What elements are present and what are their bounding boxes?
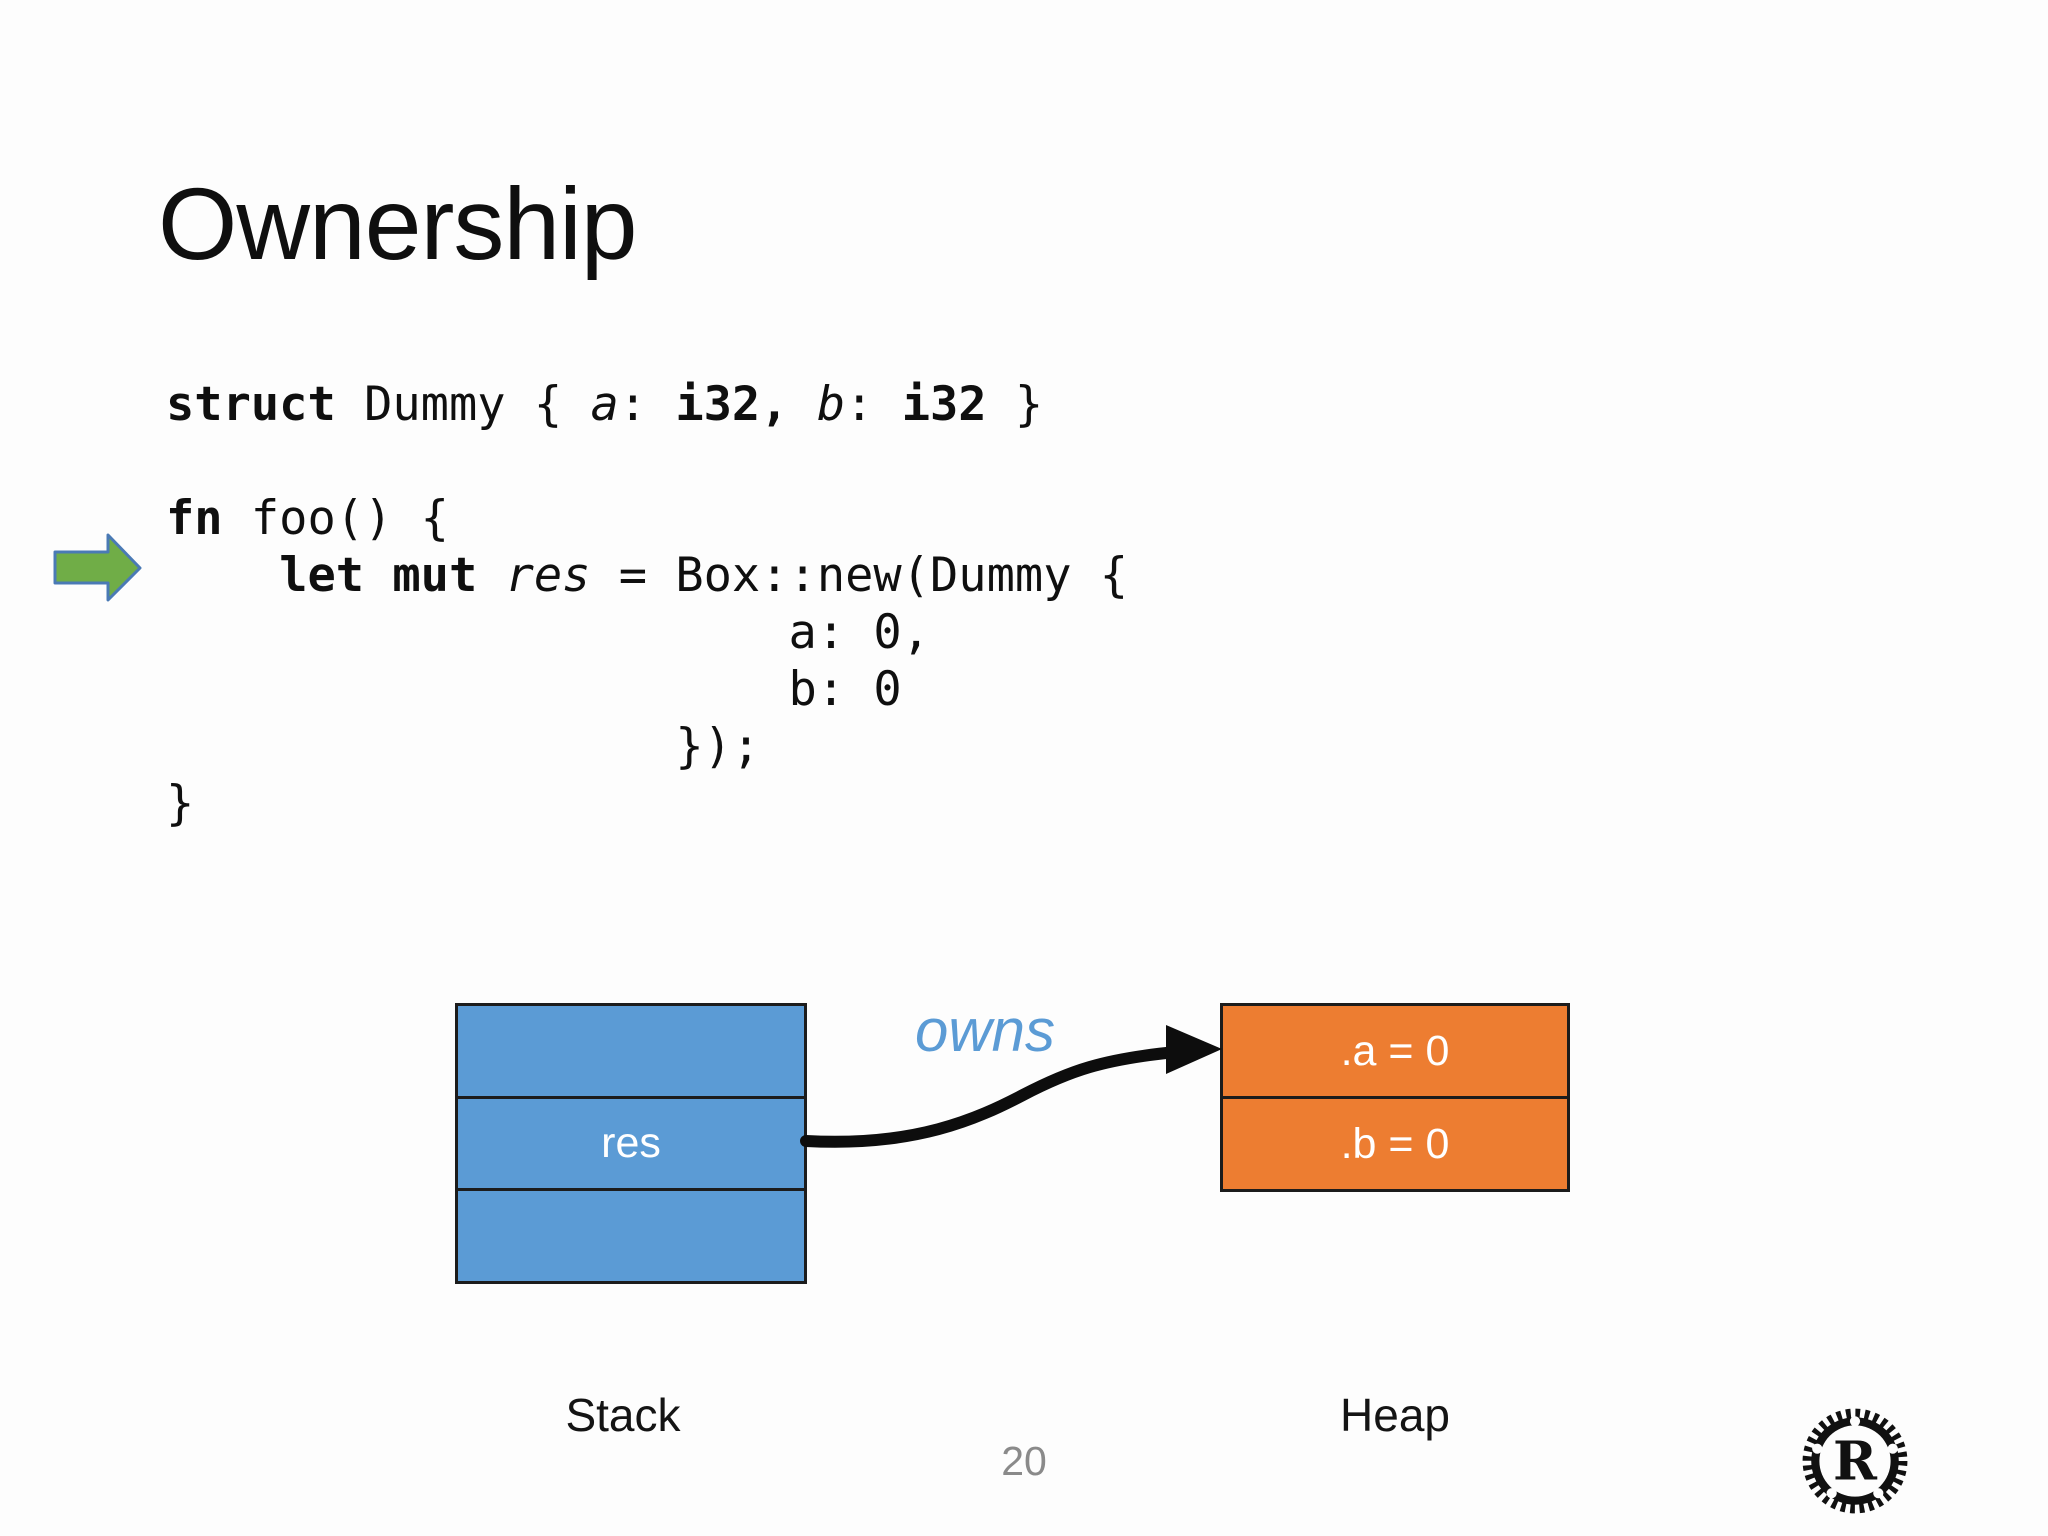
code-segment: foo() { (222, 491, 449, 546)
code-segment: } (986, 377, 1044, 432)
current-line-arrow-icon (53, 533, 142, 602)
heap-label: Heap (1340, 1389, 1450, 1441)
code-segment: b: 0 (166, 662, 902, 717)
code-segment (789, 377, 817, 432)
code-segment: i32 (901, 377, 987, 432)
code-line (166, 433, 1128, 490)
code-segment: }); (166, 719, 761, 774)
code-segment: = Box::new(Dummy { (590, 548, 1129, 603)
owns-label: owns (914, 997, 1056, 1064)
heap-cell-a: .a = 0 (1223, 1006, 1567, 1099)
code-segment: let mut (279, 548, 478, 603)
page-number: 20 (1001, 1438, 1047, 1484)
code-segment: a: 0, (166, 605, 931, 660)
code-line: b: 0 (166, 661, 1128, 718)
heap-cell-b: .b = 0 (1223, 1099, 1567, 1189)
code-line: let mut res = Box::new(Dummy { (166, 547, 1128, 604)
code-segment (166, 548, 279, 603)
rust-logo-icon: R (1802, 1408, 1908, 1514)
arrow-shape (53, 533, 142, 602)
stack-cell-bottom (458, 1191, 804, 1282)
code-segment: Dummy { (335, 377, 591, 432)
stack-label: Stack (565, 1389, 681, 1441)
stack-box: res (455, 1003, 807, 1284)
code-segment: i32, (675, 377, 789, 432)
code-line: }); (166, 718, 1128, 775)
code-line: fn foo() { (166, 490, 1128, 547)
stack-cell-top (458, 1006, 804, 1099)
code-line: struct Dummy { a: i32, b: i32 } (166, 376, 1128, 433)
code-line: } (166, 775, 1128, 832)
code-segment: a (590, 377, 619, 432)
code-segment: } (166, 776, 195, 831)
page-title: Ownership (158, 167, 638, 281)
svg-text:R: R (1833, 1430, 1878, 1492)
code-segment: b (816, 377, 846, 432)
code-segment: fn (166, 491, 223, 546)
code-segment: : (845, 377, 902, 432)
heap-box: .a = 0 .b = 0 (1220, 1003, 1570, 1192)
code-segment: res (505, 548, 591, 603)
code-segment (477, 548, 505, 603)
code-segment: : (618, 377, 676, 432)
code-block: struct Dummy { a: i32, b: i32 } fn foo()… (166, 376, 1128, 832)
stack-cell-res: res (458, 1098, 804, 1192)
code-segment: struct (166, 377, 336, 432)
owns-arrow-line (800, 1046, 1182, 1148)
code-line: a: 0, (166, 604, 1128, 661)
owns-arrowhead (1166, 1025, 1222, 1074)
